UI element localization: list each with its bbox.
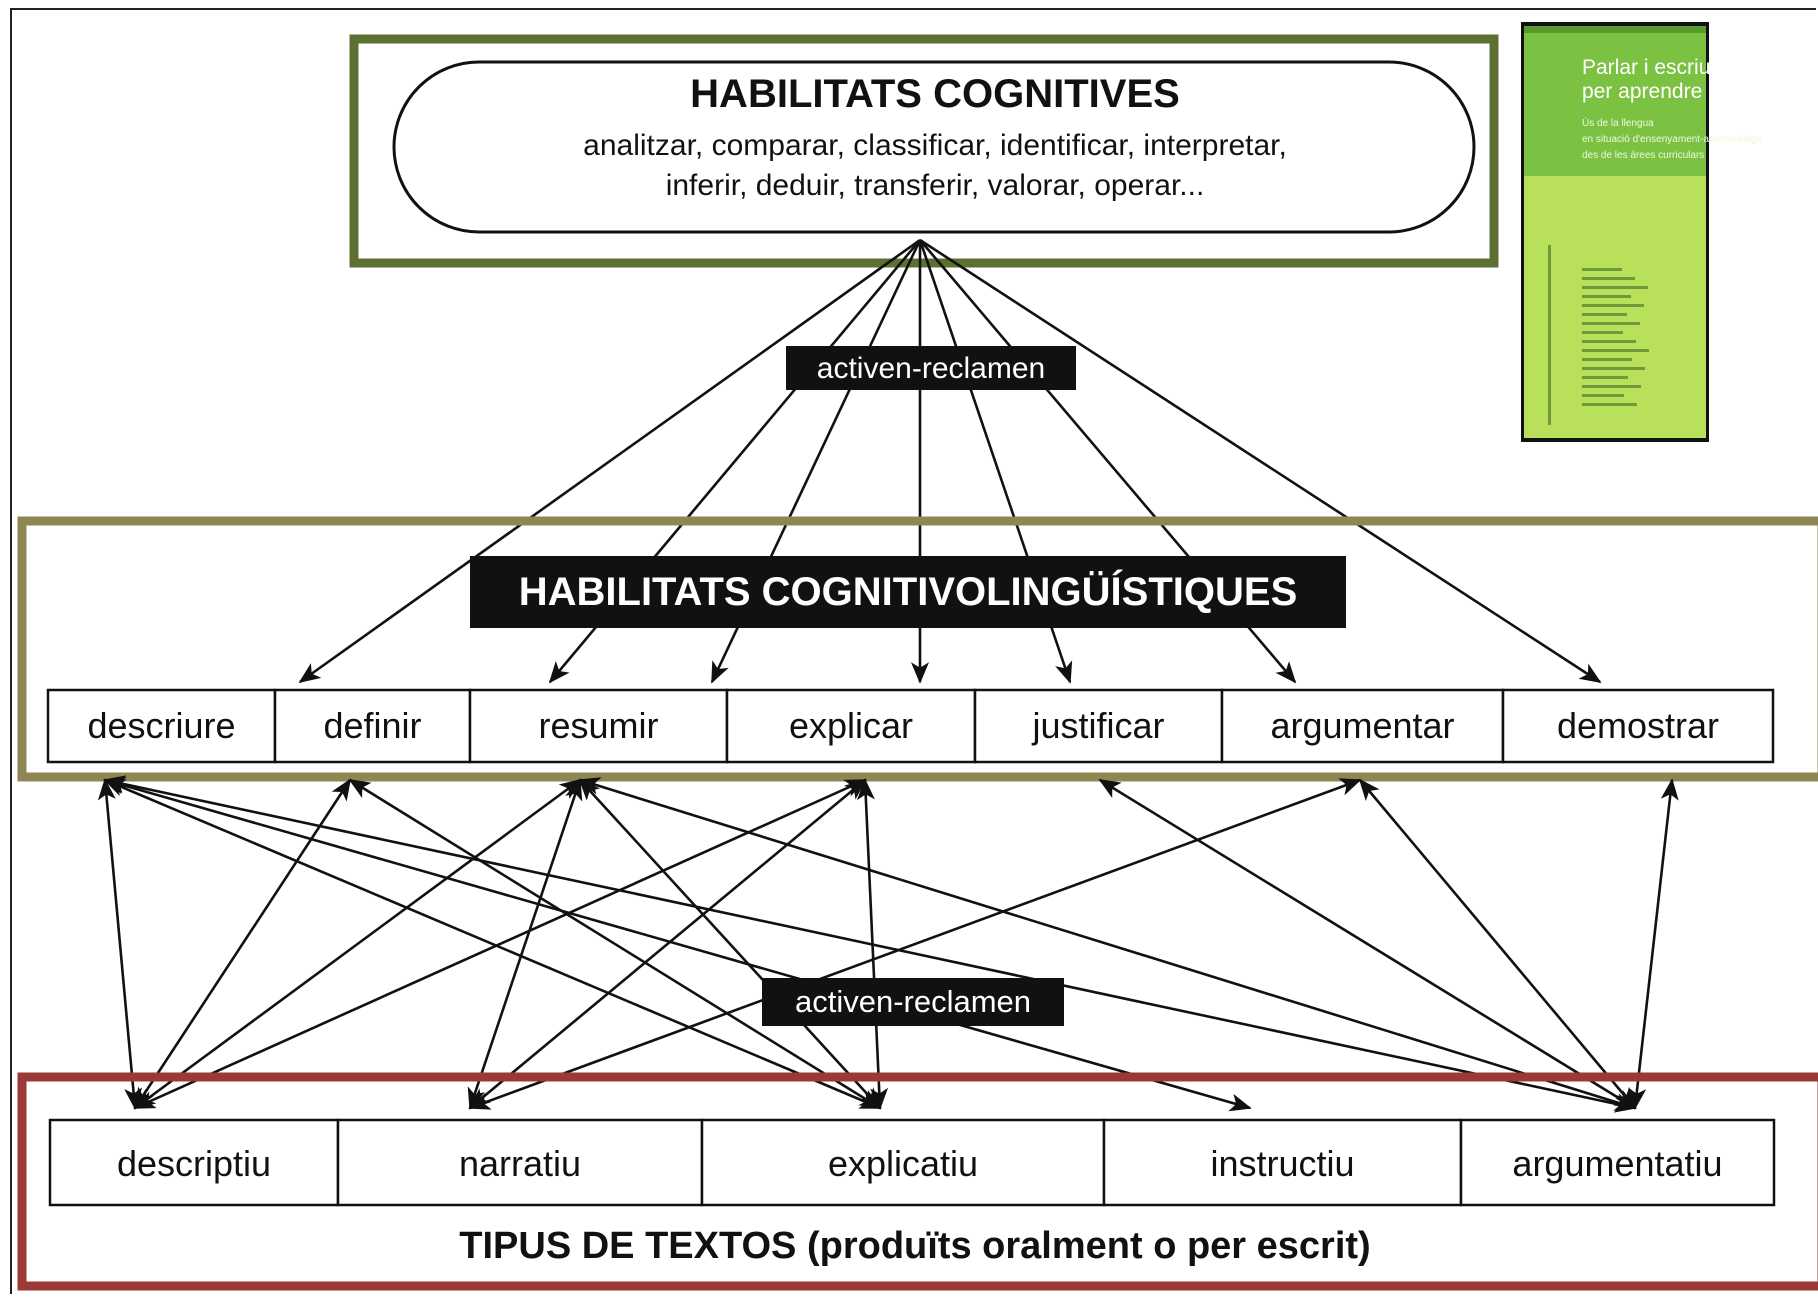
type-label-instructiu: instructiu bbox=[1210, 1143, 1354, 1184]
skill-box-justificar bbox=[973, 688, 1224, 764]
type-box-descriptiu bbox=[48, 1118, 340, 1207]
skill-label-justificar: justificar bbox=[1031, 705, 1164, 746]
bottom-frame bbox=[17, 1072, 1818, 1291]
arrow-explicar-descriptiu bbox=[133, 778, 867, 1110]
cognitive-skills-pill bbox=[392, 60, 1476, 234]
cognitive-skills-line2: inferir, deduir, transferir, valorar, op… bbox=[666, 169, 1205, 202]
skill-label-definir: definir bbox=[323, 705, 421, 746]
skill-label-argumentar: argumentar bbox=[1270, 705, 1454, 746]
top-frame bbox=[349, 34, 1499, 268]
skill-label-descriure: descriure bbox=[87, 705, 235, 746]
middle-title-bg bbox=[470, 556, 1346, 628]
connector-label-top: activen-reclamen bbox=[817, 352, 1045, 385]
type-label-argumentatiu: argumentatiu bbox=[1512, 1143, 1722, 1184]
arrow-definir-explicatiu bbox=[348, 778, 882, 1110]
book-cover: Parlar i escriure per aprendre Ús de la … bbox=[1521, 22, 1763, 442]
arrow-resumir-descriptiu bbox=[133, 778, 582, 1110]
arrow-resumir-narratiu bbox=[467, 778, 583, 1110]
type-box-argumentatiu bbox=[1459, 1118, 1776, 1207]
arrow-demostrar-argumentatiu bbox=[1628, 778, 1679, 1110]
arrow-cognitive-to-descriure bbox=[298, 238, 921, 684]
skill-label-explicar: explicar bbox=[789, 705, 913, 746]
book-title-line1: Parlar i escriure bbox=[1582, 56, 1729, 79]
connector-label-bottom: activen-reclamen bbox=[795, 984, 1031, 1019]
arrow-resumir-explicatiu bbox=[578, 778, 882, 1110]
connector-label-bottom-bg bbox=[762, 978, 1064, 1026]
arrow-justificar-argumentatiu bbox=[1098, 778, 1637, 1110]
connector-label-top-bg bbox=[786, 346, 1076, 390]
book-title-line2: per aprendre bbox=[1582, 80, 1702, 103]
cognitive-skills-line1: analitzar, comparar, classificar, identi… bbox=[583, 129, 1287, 162]
book-author-lines bbox=[1548, 245, 1649, 425]
cognitive-skills-title: HABILITATS COGNITIVES bbox=[690, 72, 1180, 116]
type-label-descriptiu: descriptiu bbox=[117, 1143, 271, 1184]
arrow-descriure-instructiu bbox=[103, 776, 1252, 1112]
type-box-instructiu bbox=[1102, 1118, 1463, 1207]
book-sub-line2: en situació d'ensenyament-aprenentatge bbox=[1582, 134, 1763, 145]
skill-box-definir bbox=[273, 688, 472, 764]
book-sub-line3: des de les àrees curriculars bbox=[1582, 150, 1704, 161]
arrow-explicar-narratiu bbox=[468, 778, 867, 1110]
arrow-resumir-argumentatiu bbox=[578, 777, 1637, 1111]
type-label-explicatiu: explicatiu bbox=[828, 1143, 978, 1184]
text-types-caption: TIPUS DE TEXTOS (produïts oralment o per… bbox=[459, 1225, 1370, 1267]
outer-frame bbox=[10, 8, 1816, 1294]
book-sub-line1: Ús de la llengua bbox=[1582, 116, 1654, 129]
skills-row: descriure definir resumir explicar justifica… bbox=[46, 688, 1775, 764]
middle-title: HABILITATS COGNITIVOLINGÜÍSTIQUES bbox=[519, 569, 1298, 614]
arrow-argumentar-argumentatiu bbox=[1358, 778, 1637, 1110]
type-label-narratiu: narratiu bbox=[459, 1143, 581, 1184]
skill-label-resumir: resumir bbox=[538, 705, 658, 746]
arrow-descriure-argumentatiu bbox=[103, 775, 1637, 1113]
skill-box-explicar bbox=[725, 688, 977, 764]
network-arrows bbox=[97, 775, 1679, 1113]
arrow-descriure-explicatiu bbox=[103, 778, 882, 1110]
skill-label-demostrar: demostrar bbox=[1557, 705, 1719, 746]
skill-box-descriure bbox=[46, 688, 277, 764]
skill-box-demostrar bbox=[1501, 688, 1775, 764]
arrow-descriure-descriptiu bbox=[97, 778, 143, 1110]
arrow-cognitive-to-demostrar bbox=[919, 238, 1602, 684]
skill-box-argumentar bbox=[1220, 688, 1505, 764]
types-row: descriptiu narratiu explicatiu instructiu ar… bbox=[48, 1118, 1776, 1207]
skill-box-resumir bbox=[468, 688, 729, 764]
type-box-explicatiu bbox=[700, 1118, 1106, 1207]
arrow-argumentar-narratiu bbox=[468, 778, 1362, 1110]
